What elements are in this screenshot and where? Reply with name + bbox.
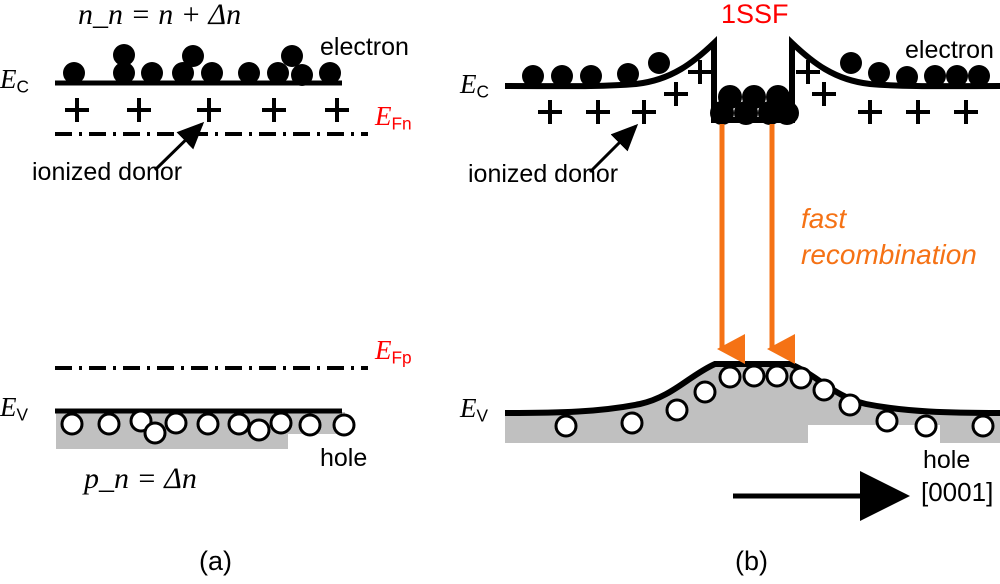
panel-b-hole-label: hole: [923, 446, 971, 474]
panel-a-valence-band-sub: V: [16, 404, 29, 425]
panel-a-electron-label: electron: [320, 33, 409, 61]
panel-b-valence-band-sub: V: [476, 405, 489, 426]
panel-b-defect-label: 1SSF: [721, 0, 789, 29]
panel-b-electrons-right: [840, 52, 990, 88]
panel-b-ionized-donors: [538, 60, 978, 124]
panel-a-conduction-band-sub: C: [16, 76, 29, 97]
panel-a-fermi-electron-label: EFn: [375, 101, 412, 134]
panel-a-conduction-band-label: EC: [0, 64, 29, 97]
panel-b-recombination-label-line2: recombination: [801, 239, 977, 270]
panel-b-electrons-in-well: [710, 85, 799, 125]
panel-a-equation-bottom: p_n = Δn: [84, 462, 197, 495]
panel-b-holes: [554, 364, 995, 438]
panel-b-electron-label: electron: [905, 36, 994, 64]
panel-b-valence-band-label: EV: [460, 393, 489, 426]
panel-b-conduction-band-label: EC: [460, 69, 489, 102]
panel-a-ionized-donors: [65, 98, 349, 122]
panel-b-ionized-donor-label: ionized donor: [468, 160, 619, 188]
panel-b-valence-band-line: [504, 361, 1000, 416]
panel-a-fermi-hole-label: EFp: [375, 335, 412, 368]
panel-a-ionized-donor-label: ionized donor: [32, 158, 183, 186]
panel-a-valence-band-label: EV: [0, 392, 29, 425]
panel-b-conduction-band-sub: C: [476, 81, 489, 102]
panel-a-equation-top: n_n = n + Δn: [78, 0, 242, 31]
panel-b-ionized-donor-arrow: [588, 123, 639, 174]
panel-a-holes: [60, 409, 356, 445]
panel-a-caption: (a): [199, 546, 232, 576]
panel-a-hole-label: hole: [320, 444, 368, 472]
fast-recombination-arrows: [716, 124, 795, 364]
panel-b-electrons-left: [522, 52, 670, 87]
panel-b-recombination-label-line1: fast: [801, 203, 847, 234]
panel-a-fermi-hole-sub: Fp: [391, 347, 412, 368]
panel-a-electrons: [63, 44, 341, 86]
panel-a-ionized-donor-arrow: [153, 121, 205, 172]
panel-b-direction-label: [0001]: [921, 477, 994, 507]
panel-a-fermi-electron-sub: Fn: [391, 113, 412, 134]
panel-b-caption: (b): [735, 546, 768, 576]
